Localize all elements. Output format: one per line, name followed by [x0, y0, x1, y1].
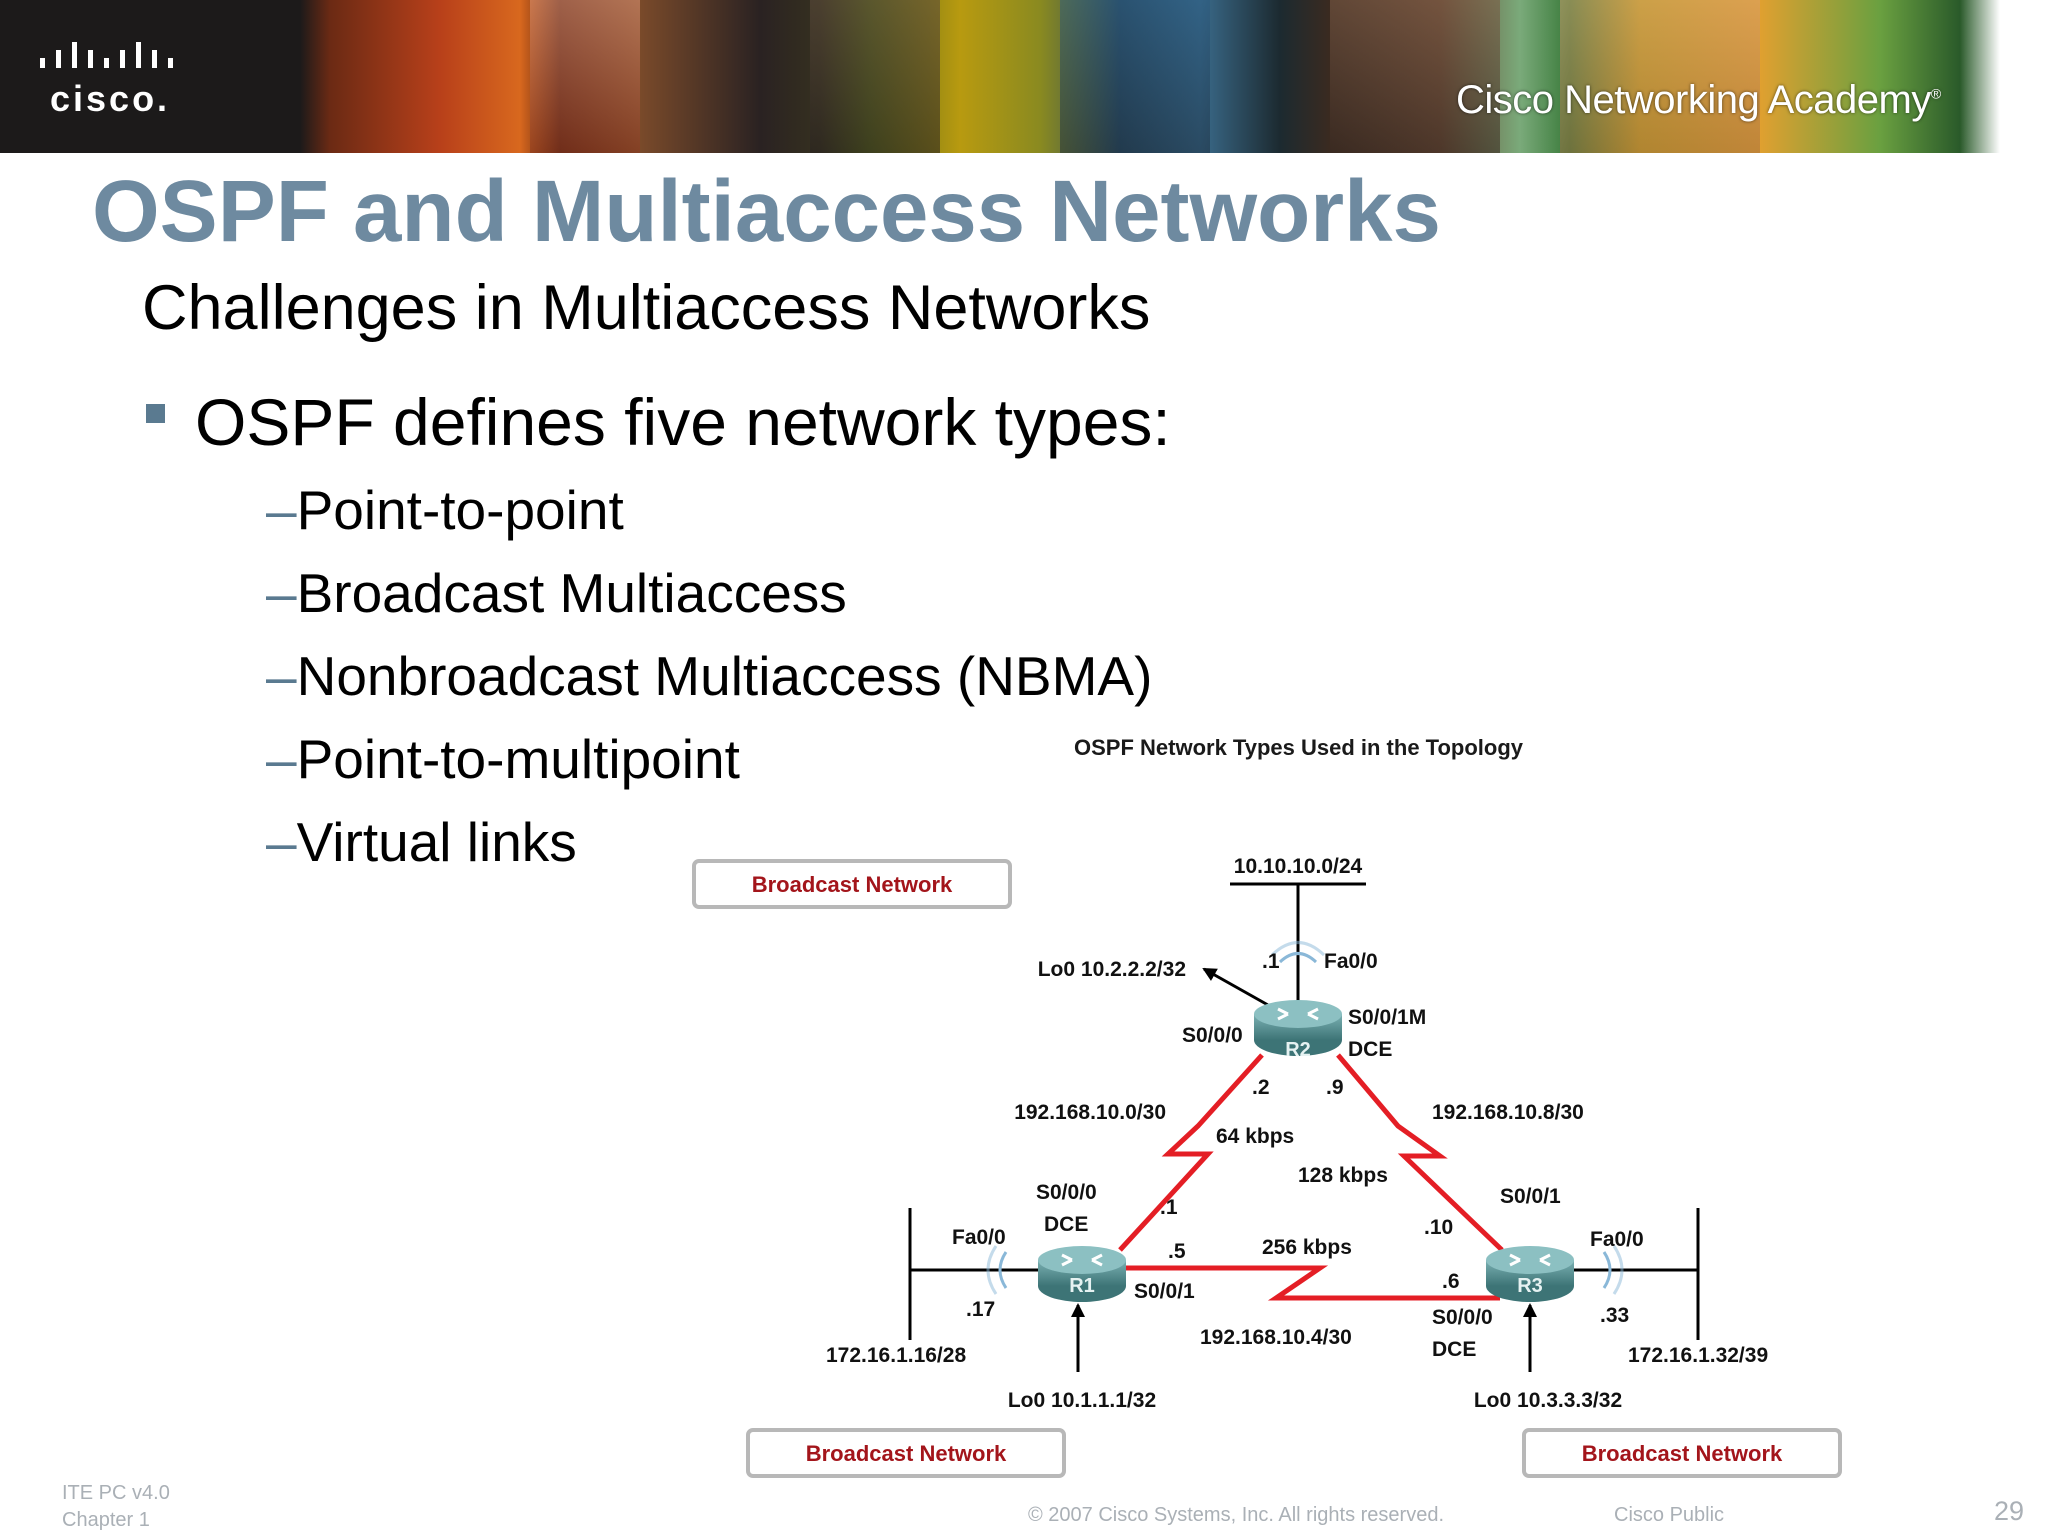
router-label: R2	[1285, 1039, 1311, 1061]
list-item: –Broadcast Multiaccess	[266, 561, 1152, 644]
r1-lan	[908, 1208, 1045, 1340]
bullet-text: OSPF defines five network types:	[195, 385, 1171, 459]
r2-lan	[1230, 882, 1366, 1005]
r1-ip-s001: .5	[1168, 1240, 1186, 1263]
list-item: –Point-to-point	[266, 478, 1152, 561]
header-banner: cisco. Cisco Networking Academy®	[0, 0, 2048, 153]
router-r3-icon: R3	[1486, 1246, 1574, 1302]
academy-title: Cisco Networking Academy®	[1456, 78, 1941, 123]
footer-copyright: © 2007 Cisco Systems, Inc. All rights re…	[1028, 1504, 1445, 1526]
link-r1-r3	[1120, 1265, 1500, 1301]
r3-lan	[1570, 1208, 1700, 1340]
r3-fa-ip: .33	[1600, 1304, 1629, 1327]
list-item-text: Virtual links	[296, 811, 577, 873]
router-r1-icon: R1	[1038, 1246, 1126, 1302]
router-r2-icon: R2	[1254, 1000, 1342, 1061]
loopback-arrows	[1071, 967, 1537, 1372]
r2-ip-right: .9	[1326, 1076, 1344, 1099]
list-item: –Virtual links	[266, 810, 1152, 893]
broadcast-box-right: Broadcast Network	[1522, 1428, 1842, 1478]
photo-strip-3	[1060, 0, 1210, 153]
dash-icon: –	[266, 562, 297, 624]
left-bw-label: 64 kbps	[1216, 1125, 1294, 1148]
router-label: R3	[1517, 1275, 1543, 1297]
dash-icon: –	[266, 479, 297, 541]
broadcast-label: Broadcast Network	[752, 872, 953, 897]
chapter-label: Chapter 1	[62, 1509, 150, 1531]
broadcast-label: Broadcast Network	[1582, 1441, 1783, 1466]
r3-s000-label: S0/0/0	[1432, 1306, 1493, 1329]
broadcast-box-left: Broadcast Network	[746, 1428, 1066, 1478]
bottom-net-label: 192.168.10.4/30	[1200, 1326, 1352, 1349]
list-item: –Point-to-multipoint	[266, 727, 1152, 810]
network-type-list: –Point-to-point –Broadcast Multiaccess –…	[266, 478, 1152, 893]
serial-links	[1118, 1053, 1504, 1301]
r3-lan-label: 172.16.1.32/39	[1628, 1344, 1768, 1367]
router-label: R1	[1069, 1275, 1095, 1297]
link-r2-r3	[1336, 1053, 1504, 1252]
page-number: 29	[1994, 1496, 2025, 1526]
right-net-label: 192.168.10.8/30	[1432, 1101, 1584, 1124]
course-label: ITE PC v4.0	[62, 1482, 170, 1504]
r3-s001-label: S0/0/1	[1500, 1185, 1561, 1208]
r2-dce-label: DCE	[1348, 1038, 1392, 1061]
photo-strip-2	[810, 0, 940, 153]
slide-title: OSPF and Multiaccess Networks	[92, 163, 1441, 260]
list-item-text: Point-to-multipoint	[296, 728, 740, 790]
signal-arcs-icon	[986, 941, 1624, 1295]
r2-lan-label: 10.10.10.0/24	[1234, 855, 1363, 878]
footer-course: ITE PC v4.0 Chapter 1	[62, 1480, 170, 1534]
cisco-logo-icon	[40, 42, 173, 68]
r1-lan-label: 172.16.1.16/28	[826, 1344, 966, 1367]
list-item-text: Nonbroadcast Multiaccess (NBMA)	[296, 645, 1153, 707]
r2-ip-left: .2	[1252, 1076, 1270, 1099]
r1-s000-label: S0/0/0	[1036, 1181, 1097, 1204]
footer-public-label: Cisco Public	[1614, 1504, 1725, 1526]
cisco-logo-text: cisco.	[50, 78, 171, 119]
r2-s001-label: S0/0/1M	[1348, 1006, 1426, 1029]
broadcast-box-top: Broadcast Network	[692, 859, 1012, 909]
r2-fa-label: Fa0/0	[1324, 950, 1378, 973]
dash-icon: –	[266, 811, 297, 873]
bullet-square-icon	[146, 404, 165, 423]
left-net-label: 192.168.10.0/30	[1014, 1101, 1166, 1124]
dash-icon: –	[266, 645, 297, 707]
list-item: –Nonbroadcast Multiaccess (NBMA)	[266, 644, 1152, 727]
slide-subtitle: Challenges in Multiaccess Networks	[142, 273, 1151, 343]
r3-loopback-label: Lo0 10.3.3.3/32	[1474, 1389, 1622, 1412]
r2-lan-host: .1	[1262, 950, 1280, 973]
r3-ip-s001: .10	[1424, 1216, 1453, 1239]
r3-fa-label: Fa0/0	[1590, 1228, 1644, 1251]
r1-s001-label: S0/0/1	[1134, 1280, 1195, 1303]
r3-ip-s000: .6	[1442, 1270, 1460, 1293]
r1-ip-s000: .1	[1160, 1196, 1178, 1219]
r1-fa-ip: .17	[966, 1298, 995, 1321]
photo-strip-5	[1560, 0, 1760, 153]
link-r1-r2	[1118, 1053, 1264, 1252]
r1-dce-label: DCE	[1044, 1213, 1088, 1236]
r2-s000-label: S0/0/0	[1182, 1024, 1243, 1047]
list-item-text: Broadcast Multiaccess	[296, 562, 847, 624]
r1-fa-label: Fa0/0	[952, 1226, 1006, 1249]
dash-icon: –	[266, 728, 297, 790]
broadcast-label: Broadcast Network	[806, 1441, 1007, 1466]
r2-loopback-label: Lo0 10.2.2.2/32	[1038, 958, 1186, 981]
r3-dce-label: DCE	[1432, 1338, 1476, 1361]
registered-mark: ®	[1930, 85, 1941, 102]
photo-strip-4	[1330, 0, 1500, 153]
academy-text: Cisco Networking Academy	[1456, 78, 1931, 122]
bottom-bw-label: 256 kbps	[1262, 1236, 1352, 1259]
r1-loopback-label: Lo0 10.1.1.1/32	[1008, 1389, 1156, 1412]
photo-strip-1	[530, 0, 640, 153]
list-item-text: Point-to-point	[296, 479, 624, 541]
right-bw-label: 128 kbps	[1298, 1164, 1388, 1187]
diagram-caption: OSPF Network Types Used in the Topology	[1074, 735, 1524, 760]
